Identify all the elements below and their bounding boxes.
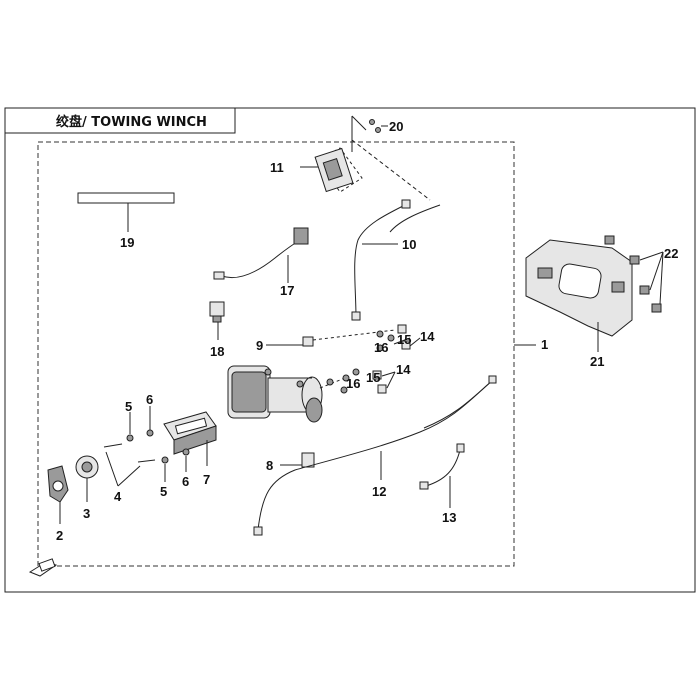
part-nut-22b [629,255,640,265]
part-nut-22a [604,235,615,245]
callout-19: 19 [120,235,134,250]
part-hook-2 [47,465,69,503]
callout-1: 1 [541,337,548,352]
part-cable-13 [425,449,461,487]
callout-5a: 5 [125,399,132,414]
part-label-plate [77,192,175,204]
part-screw-20a [369,119,375,125]
callout-22: 22 [664,246,678,261]
diagram-title: 绞盘/ TOWING WINCH [56,114,207,130]
callout-21: 21 [590,354,604,369]
part-controller [314,147,363,193]
outer-frame [4,107,696,593]
callout-10: 10 [402,237,416,252]
callout-6a: 6 [146,392,153,407]
callout-15a: 15 [397,332,411,347]
part-harness-10 [354,204,406,319]
callout-14b: 14 [396,362,411,377]
callout-7: 7 [203,472,210,487]
part-cable-17 [221,239,301,278]
part-relay-18 [209,301,225,317]
part-fairlead-7 [163,411,217,455]
callout-2: 2 [56,528,63,543]
callout-8: 8 [266,458,273,473]
part-bolt-5a [126,434,134,442]
callout-17: 17 [280,283,294,298]
callout-11: 11 [270,160,284,175]
callout-12: 12 [372,484,386,499]
callout-20: 20 [389,119,403,134]
part-terminal-14b [372,370,382,380]
part-clamp-8 [301,452,315,468]
callout-16b: 16 [346,376,360,391]
callout-9: 9 [256,338,263,353]
part-cable-12 [257,379,494,531]
part-mounting-plate-21 [525,239,633,337]
callout-16a: 16 [374,340,388,355]
part-winch-motor [227,365,323,423]
part-screw-20b [375,127,381,133]
callout-13: 13 [442,510,456,525]
part-nut-6b [182,448,190,456]
callout-5b: 5 [160,484,167,499]
title-box [4,107,236,134]
part-bolt-5b [161,456,169,464]
part-clamp-9 [302,336,314,347]
callout-15b: 15 [366,370,380,385]
callout-3: 3 [83,506,90,521]
part-nut-22c [639,285,650,295]
assembly-boundary [37,141,515,567]
part-screw-4b [137,459,156,463]
part-nut-22d [651,303,662,313]
forward-arrow-icon [28,558,58,577]
part-screw-4a [103,443,123,448]
callout-14a: 14 [420,329,435,344]
callout-4: 4 [114,489,122,504]
part-nut-6a [146,429,154,437]
part-terminal-14a [397,324,407,334]
callout-6b: 6 [182,474,189,489]
callout-18: 18 [210,344,224,359]
